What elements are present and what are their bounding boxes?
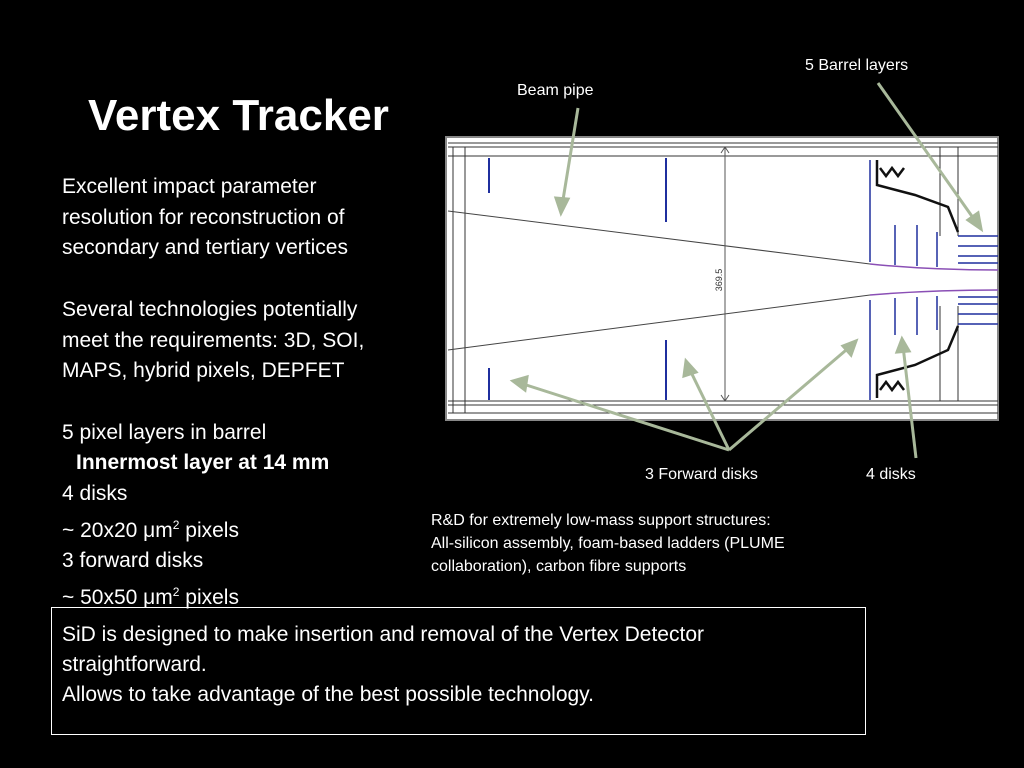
callout-line-1: SiD is designed to make insertion and re… — [62, 623, 704, 646]
label-disks: 4 disks — [866, 466, 916, 483]
forward-disks-line: 3 forward disks — [62, 549, 204, 573]
beam-pipe-cone — [447, 210, 871, 351]
barrel-layers — [958, 235, 998, 325]
para2-line1: Several technologies potentially — [62, 297, 358, 321]
rnd-note: R&D for extremely low-mass support struc… — [431, 509, 901, 578]
para1-line3: secondary and tertiary vertices — [62, 236, 348, 260]
para2-line2: meet the requirements: 3D, SOI, — [62, 328, 365, 352]
para1-line1: Excellent impact parameter — [62, 175, 317, 198]
dimension-label: 369.5 — [714, 269, 724, 292]
beam-pipe-center — [869, 263, 999, 296]
callout-line-3: Allows to take advantage of the best pos… — [62, 683, 594, 706]
label-beam-pipe: Beam pipe — [517, 82, 594, 99]
barrel-disks — [869, 160, 938, 400]
disks-line: 4 disks — [62, 482, 128, 505]
pixel-pitch-line-2: ~ 50x50 μm2 pixels — [62, 585, 239, 610]
slide-title: Vertex Tracker — [88, 91, 389, 140]
para2-line3: MAPS, hybrid pixels, DEPFET — [62, 359, 345, 383]
body-text: Excellent impact parameter resolution fo… — [62, 172, 442, 614]
label-barrel-layers: 5 Barrel layers — [805, 57, 909, 74]
innermost-layer-line: Innermost layer at 14 mm — [76, 451, 330, 475]
forward-disks — [488, 158, 667, 400]
callout-arrows — [509, 82, 984, 459]
rnd-line-3: collaboration), carbon fibre supports — [431, 558, 687, 575]
support-structure — [875, 160, 960, 398]
para1-line2: resolution for reconstruction of — [62, 205, 345, 229]
pixel-pitch-line-1: ~ 20x20 μm2 pixels — [62, 517, 239, 542]
rnd-line-1: R&D for extremely low-mass support struc… — [431, 512, 771, 529]
label-forward-disks: 3 Forward disks — [645, 466, 758, 483]
barrel-layers-line: 5 pixel layers in barrel — [62, 420, 267, 444]
rnd-line-2: All-silicon assembly, foam-based ladders… — [431, 535, 785, 552]
callout-line-2: straightforward. — [62, 653, 207, 676]
dimension-arrow — [720, 146, 730, 402]
callout-box: SiD is designed to make insertion and re… — [51, 607, 866, 735]
